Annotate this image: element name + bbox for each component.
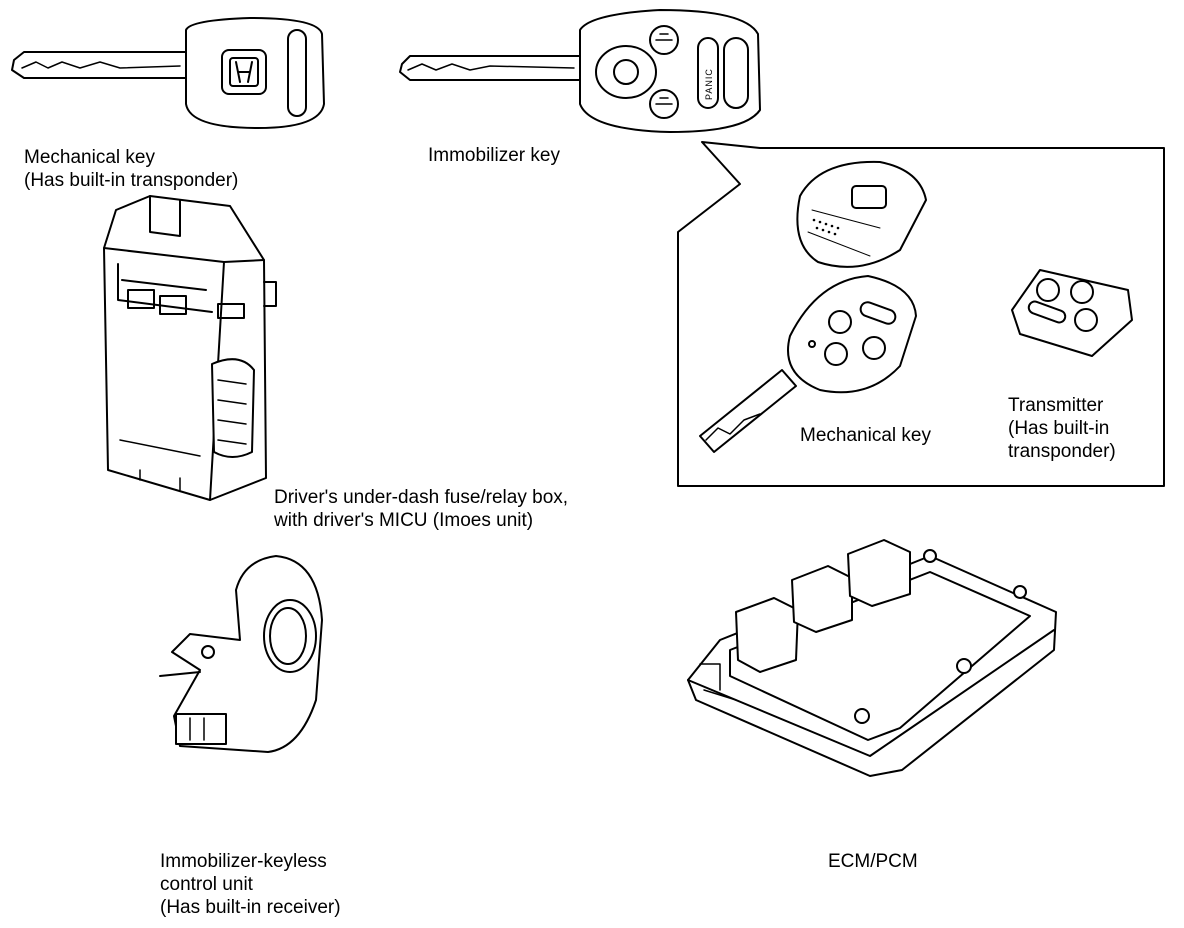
mechanical-key-drawing [11,17,325,129]
ecm-pcm-drawing [687,539,1057,777]
panic-button-text: PANIC [704,68,714,100]
callout-mechanical-key-label: Mechanical key [800,425,931,446]
ecm-pcm-label: ECM/PCM [828,851,918,872]
immobilizer-key-drawing: PANIC [399,9,761,133]
mechanical-key-label: Mechanical key (Has built-in transponder… [24,147,239,191]
fuse-relay-box-label: Driver's under-dash fuse/relay box, with… [274,487,569,531]
immobilizer-unit-drawing [159,555,323,753]
transmitter-label: Transmitter (Has built-in transponder) [1008,395,1116,462]
fuse-relay-box-drawing [103,195,277,501]
key-head-drawing [796,160,927,268]
immobilizer-unit-label: Immobilizer-keyless control unit (Has bu… [160,851,341,918]
transmitter-drawing [1011,269,1133,357]
immobilizer-key-label: Immobilizer key [428,145,560,166]
callout-mechanical-key-drawing [699,275,917,453]
